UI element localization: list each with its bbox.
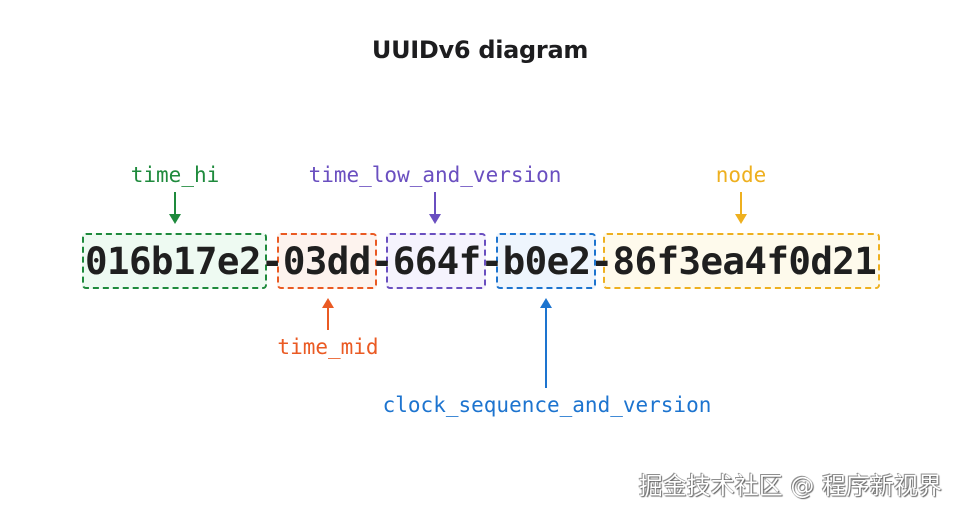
uuid-separator: - bbox=[480, 239, 504, 283]
segment-box-node bbox=[603, 233, 880, 289]
arrow-node bbox=[735, 192, 747, 224]
uuid-part-node: 86f3ea4f0d21 bbox=[612, 239, 877, 283]
uuid-part-time-mid: 03dd bbox=[282, 239, 372, 283]
uuid-value: 016b17e2-03dd-664f-b0e2-86f3ea4f0d21 bbox=[85, 237, 877, 285]
arrow-clock-sequence-and-version bbox=[540, 298, 552, 388]
uuid-part-clock-sequence-and-version: b0e2 bbox=[502, 239, 592, 283]
label-time-mid: time_mid bbox=[277, 335, 379, 359]
segment-box-time-hi bbox=[82, 233, 267, 289]
uuid-separator: - bbox=[370, 239, 394, 283]
uuid-separator: - bbox=[260, 239, 284, 283]
label-time-hi: time_hi bbox=[130, 163, 220, 187]
segment-box-clock-sequence-and-version bbox=[496, 233, 596, 289]
uuid-part-time-hi: 016b17e2 bbox=[85, 239, 261, 283]
segment-box-time-low-and-version bbox=[386, 233, 486, 289]
uuid-separator: - bbox=[590, 239, 614, 283]
label-node: node bbox=[715, 163, 767, 187]
arrow-time-low-and-version bbox=[429, 192, 441, 224]
watermark: 掘金技术社区 @ 程序新视界 bbox=[638, 472, 942, 500]
label-clock-sequence-and-version: clock_sequence_and_version bbox=[382, 393, 712, 417]
diagram-title: UUIDv6 diagram bbox=[371, 36, 589, 64]
arrow-time-hi bbox=[169, 192, 181, 224]
uuid-part-time-low-and-version: 664f bbox=[392, 239, 482, 283]
segment-box-time-mid bbox=[277, 233, 377, 289]
arrow-time-mid bbox=[322, 298, 334, 330]
label-time-low-and-version: time_low_and_version bbox=[308, 163, 562, 187]
